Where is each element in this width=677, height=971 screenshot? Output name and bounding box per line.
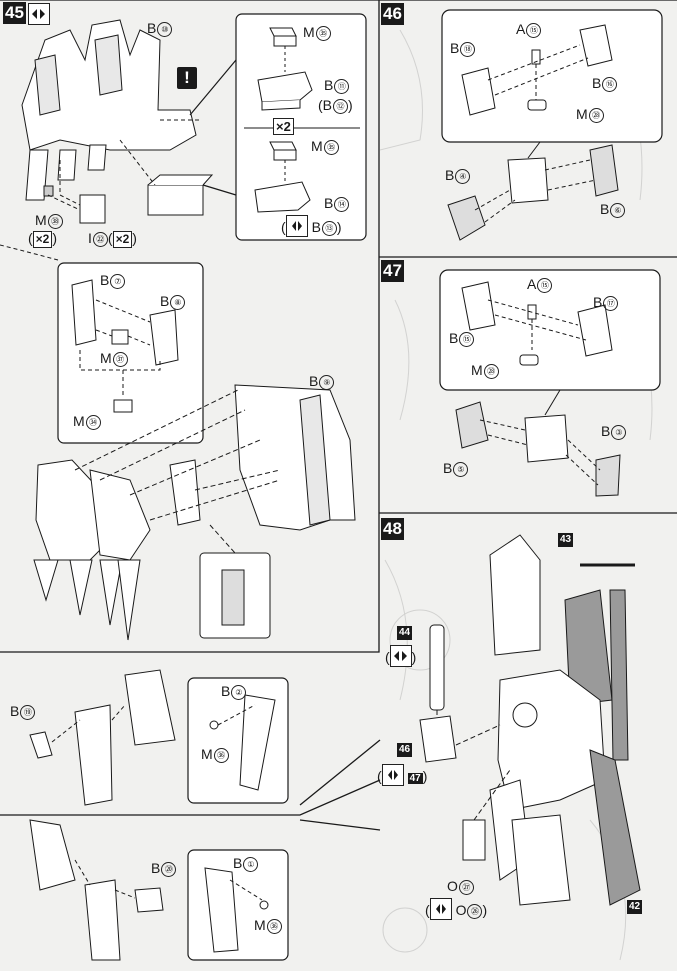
- step48-guides: [436, 563, 635, 821]
- swap-pair-icon: [381, 764, 404, 786]
- ref-step-46: 46: [397, 743, 413, 757]
- quantity-badge: ×2: [32, 231, 53, 248]
- quantity-note: (×2): [28, 230, 58, 248]
- step-number-47: 47: [381, 260, 404, 282]
- step46-parts: [447, 24, 619, 241]
- step45-assembly-guides: [47, 119, 200, 211]
- step48-assembly: [419, 534, 641, 906]
- step45-callout-box: [189, 13, 367, 241]
- step47-guides: [479, 299, 601, 486]
- warning-icon: !: [177, 67, 197, 89]
- ref-step-42: 42: [627, 900, 643, 914]
- bottom-guides: [51, 704, 263, 901]
- swap-pair-icon: [285, 215, 308, 237]
- step-number-48: 48: [381, 518, 404, 540]
- ref-46-swap: ( 47): [377, 764, 427, 786]
- quantity-badge: ×2: [112, 231, 133, 248]
- step47-parts: [455, 281, 621, 497]
- mirror-pair-icon: [28, 3, 50, 25]
- ref-step-44: 44: [397, 626, 413, 640]
- step45-frame: [0, 0, 380, 653]
- step46-frame: [379, 0, 677, 258]
- bottom-parts: [29, 669, 276, 961]
- step-number-45: 45: [3, 2, 26, 24]
- ref-step-47: 47: [407, 773, 423, 784]
- step45-callout-parts: [254, 27, 313, 213]
- swap-pair-icon: [429, 898, 452, 920]
- step45-inner-parts: [71, 279, 179, 413]
- step45-lower-assembly: [33, 384, 356, 641]
- quantity-badge: ×2: [273, 118, 294, 135]
- step45-inner-guides: [0, 244, 161, 398]
- bottom-dividers: [0, 739, 381, 831]
- ref-44-mark: (): [385, 645, 416, 667]
- step45-lower-guides: [74, 389, 281, 554]
- step-number-46: 46: [381, 3, 404, 25]
- step46-guides: [474, 44, 597, 223]
- ref-step-43: 43: [558, 533, 574, 547]
- mirror-pair-icon: [389, 645, 412, 667]
- step45-frame-assembly: [21, 19, 214, 224]
